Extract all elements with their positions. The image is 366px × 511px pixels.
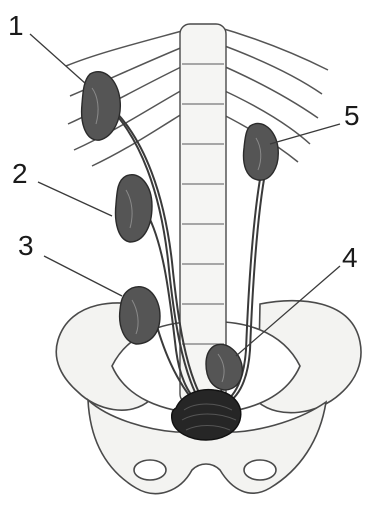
callout-number-1: 1 xyxy=(8,12,24,40)
obturator-left xyxy=(134,460,166,480)
callout-number-2: 2 xyxy=(12,160,28,188)
kidney-2 xyxy=(116,175,152,242)
callout-number-4: 4 xyxy=(342,244,358,272)
kidney-3 xyxy=(120,287,160,344)
leader-line-5 xyxy=(270,124,340,144)
leader-line-3 xyxy=(44,256,122,296)
kidney-5 xyxy=(244,123,279,180)
callout-number-3: 3 xyxy=(18,232,34,260)
obturator-right xyxy=(244,460,276,480)
rib xyxy=(214,62,318,118)
leader-line-2 xyxy=(38,182,112,216)
callout-number-5: 5 xyxy=(344,102,360,130)
rib xyxy=(214,42,322,94)
leader-line-1 xyxy=(30,34,86,84)
